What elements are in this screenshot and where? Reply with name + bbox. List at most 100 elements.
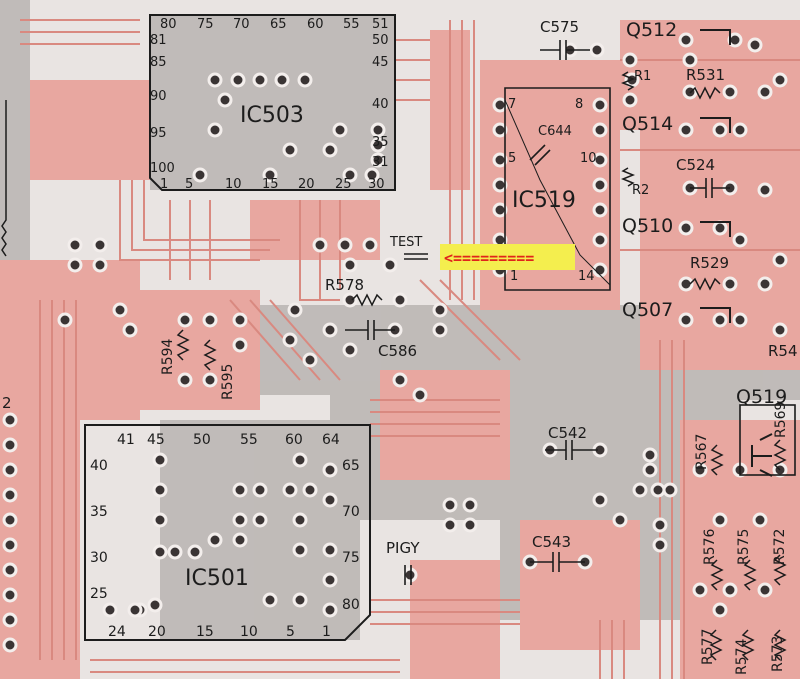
test-arrow-callout: <========= bbox=[440, 244, 575, 270]
solder-pad bbox=[252, 72, 268, 88]
solder-pad bbox=[322, 572, 338, 588]
ic501-bottom-pin-label: 15 bbox=[196, 624, 214, 640]
solder-pad bbox=[297, 72, 313, 88]
solder-pad bbox=[650, 482, 666, 498]
label-r574: R574 bbox=[734, 638, 750, 675]
solder-pad bbox=[302, 352, 318, 368]
ic503-top-pin-label: 51 bbox=[372, 17, 389, 32]
solder-pad bbox=[652, 537, 668, 553]
ic503-top-pin-label: 65 bbox=[270, 17, 287, 32]
ic503-bottom-pin-label: 20 bbox=[298, 177, 315, 192]
solder-pad bbox=[282, 482, 298, 498]
solder-pad bbox=[678, 122, 694, 138]
label-r567: R567 bbox=[694, 434, 710, 470]
solder-pad bbox=[752, 512, 768, 528]
label-r575: R575 bbox=[736, 529, 752, 565]
solder-pad bbox=[292, 592, 308, 608]
trace bbox=[131, 180, 270, 251]
solder-pad bbox=[2, 412, 18, 428]
solder-pad bbox=[292, 452, 308, 468]
solder-pad bbox=[230, 72, 246, 88]
solder-pad bbox=[207, 72, 223, 88]
label-r529: R529 bbox=[690, 254, 729, 272]
solder-pad bbox=[678, 32, 694, 48]
solder-pad bbox=[122, 322, 138, 338]
solder-pad bbox=[112, 302, 128, 318]
trace bbox=[269, 299, 341, 381]
solder-pad bbox=[167, 544, 183, 560]
solder-pad bbox=[589, 42, 605, 58]
ic501-bottom-pin-label: 1 bbox=[322, 624, 331, 640]
ic519-pin-1: 1 bbox=[510, 269, 518, 284]
solder-pad bbox=[652, 517, 668, 533]
solder-pad bbox=[392, 292, 408, 308]
label-r576: R576 bbox=[702, 528, 718, 565]
solder-pad bbox=[147, 597, 163, 613]
label-r1: R1 bbox=[634, 69, 651, 84]
solder-pad bbox=[232, 532, 248, 548]
trace bbox=[419, 279, 501, 361]
ic501-top-pin-label: 60 bbox=[285, 432, 303, 448]
ic501-bottom-pin-label: 10 bbox=[240, 624, 258, 640]
solder-pad bbox=[682, 52, 698, 68]
solder-pad bbox=[722, 582, 738, 598]
ic501-top-pin-label: 50 bbox=[193, 432, 211, 448]
label-r531: R531 bbox=[686, 66, 725, 84]
solder-pad bbox=[432, 322, 448, 338]
solder-pad bbox=[92, 257, 108, 273]
solder-pad bbox=[232, 512, 248, 528]
solder-pad bbox=[217, 92, 233, 108]
solder-pad bbox=[292, 512, 308, 528]
ic519-pin-labels: 7 8 5 10 1 14 bbox=[508, 97, 597, 284]
label-q510: Q510 bbox=[622, 215, 673, 237]
label-q514: Q514 bbox=[622, 113, 673, 135]
solder-pad bbox=[592, 262, 608, 278]
solder-pad bbox=[232, 312, 248, 328]
ic501-left-pin-label: 40 bbox=[90, 458, 108, 474]
ic503-top-pin-label: 75 bbox=[197, 17, 214, 32]
label-c542: C542 bbox=[548, 424, 587, 442]
label-q519: Q519 bbox=[736, 386, 787, 408]
ic503-bottom-pin-label: 5 bbox=[185, 177, 193, 192]
test-point bbox=[404, 253, 428, 260]
solder-pad bbox=[712, 602, 728, 618]
solder-pad bbox=[232, 482, 248, 498]
solder-pad bbox=[2, 612, 18, 628]
solder-pad bbox=[322, 542, 338, 558]
ic503-left-pin-label: 85 bbox=[150, 55, 167, 70]
solder-pad bbox=[207, 122, 223, 138]
ic501-top-pin-label: 55 bbox=[240, 432, 258, 448]
label-r577: R577 bbox=[700, 629, 716, 665]
solder-pad bbox=[757, 182, 773, 198]
q519-outline bbox=[739, 404, 796, 476]
solder-pad bbox=[232, 337, 248, 353]
resistor-symbols bbox=[176, 71, 787, 661]
solder-pad bbox=[462, 517, 478, 533]
ic519-pin-14: 14 bbox=[578, 269, 595, 284]
ic519-outline bbox=[504, 87, 611, 291]
ic503-right-pin-label: 45 bbox=[372, 55, 389, 70]
solder-pad bbox=[662, 482, 678, 498]
ic503-top-pin-label: 60 bbox=[307, 17, 324, 32]
solder-pad bbox=[722, 276, 738, 292]
ic503-left-pin-label: 95 bbox=[150, 126, 167, 141]
ic501-left-pin-label: 35 bbox=[90, 504, 108, 520]
ic519-pin-5: 5 bbox=[508, 151, 516, 166]
solder-pad bbox=[622, 92, 638, 108]
solder-pad bbox=[757, 276, 773, 292]
arrow-text: <========= bbox=[444, 249, 534, 267]
transistor-symbols bbox=[700, 29, 773, 477]
solder-pad bbox=[492, 177, 508, 193]
solder-pad bbox=[152, 512, 168, 528]
solder-pad bbox=[152, 544, 168, 560]
solder-pad bbox=[370, 122, 386, 138]
solder-pad bbox=[592, 202, 608, 218]
solder-pad bbox=[442, 517, 458, 533]
component-labels: C575 Q512 R1 R531 C644 Q514 C524 R2 Q510… bbox=[2, 18, 798, 675]
label-c644: C644 bbox=[538, 124, 572, 139]
label-r569: R569 bbox=[773, 402, 789, 438]
solder-pad bbox=[152, 482, 168, 498]
ic503-right-pin-label: 40 bbox=[372, 97, 389, 112]
ic501-left-pin-label: 30 bbox=[90, 550, 108, 566]
solder-pad bbox=[287, 302, 303, 318]
